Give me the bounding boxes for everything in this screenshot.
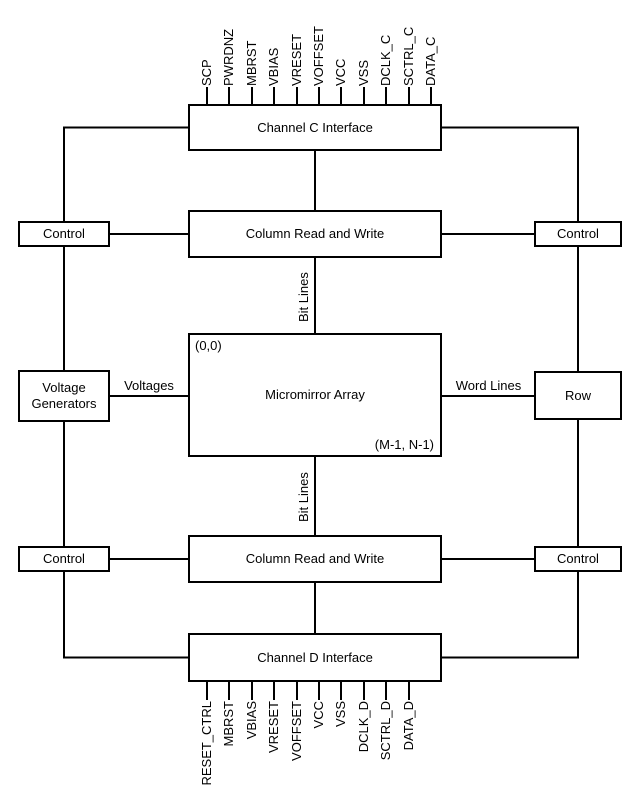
column-read-write-bottom-label: Column Read and Write	[245, 551, 385, 566]
top-pin-voffset-label: VOFFSET	[311, 26, 326, 86]
top-pin-dclk-c-label: DCLK_C	[378, 34, 393, 86]
channel-c-interface-block: Channel C Interface	[188, 104, 442, 151]
control-top-left-block: Control	[18, 221, 110, 247]
top-pin-ticks	[206, 87, 432, 105]
left-rail	[63, 126, 188, 659]
channel-c-interface-label: Channel C Interface	[257, 119, 373, 135]
bottom-pin-reset-ctrl-label: RESET_CTRL	[199, 701, 214, 786]
control-top-right-label: Control	[557, 226, 599, 241]
bottom-pin-mbrst-label: MBRST	[221, 701, 236, 747]
top-pin-vcc-label: VCC	[333, 58, 348, 86]
bit-lines-bottom-label: Bit Lines	[296, 472, 311, 522]
bit-lines-top-label: Bit Lines	[296, 272, 311, 322]
control-bottom-right-block: Control	[534, 546, 622, 572]
bottom-pin-voffset-label: VOFFSET	[289, 701, 304, 761]
bottom-pin-sctrl-d-label: SCTRL_D	[378, 701, 393, 761]
row-block: Row	[534, 371, 622, 420]
channel-d-interface-block: Channel D Interface	[188, 633, 442, 682]
top-pin-vss-label: VSS	[356, 59, 371, 86]
channel-d-interface-label: Channel D Interface	[257, 649, 373, 665]
voltage-generators-label: Voltage Generators	[31, 380, 97, 411]
control-top-right-block: Control	[534, 221, 622, 247]
top-pin-scp-label: SCP	[199, 59, 214, 86]
origin-corner-label: (0,0)	[195, 338, 222, 353]
voltages-label: Voltages	[124, 378, 174, 393]
top-pin-pwrdnz-label: PWRDNZ	[221, 28, 236, 86]
top-pin-vreset-label: VRESET	[289, 33, 304, 86]
top-pin-sctrl-c-label: SCTRL_C	[401, 26, 416, 86]
end-corner-label: (M-1, N-1)	[374, 437, 434, 452]
word-lines-label: Word Lines	[455, 378, 522, 393]
bottom-pin-vcc-label: VCC	[311, 701, 326, 729]
bottom-pin-vbias-label: VBIAS	[244, 701, 259, 740]
control-top-left-label: Control	[43, 226, 85, 241]
bottom-pin-vreset-label: VRESET	[266, 701, 281, 754]
control-bottom-left-label: Control	[43, 551, 85, 566]
bus-lines	[63, 126, 579, 659]
row-label: Row	[564, 387, 591, 403]
bottom-pin-ticks	[206, 681, 410, 700]
micromirror-array-block: Micromirror Array (0,0) (M-1, N-1)	[188, 333, 442, 457]
column-read-write-top-label: Column Read and Write	[245, 226, 385, 241]
control-bottom-left-block: Control	[18, 546, 110, 572]
bottom-pin-data-d-label: DATA_D	[401, 701, 416, 751]
top-pin-mbrst-label: MBRST	[244, 40, 259, 87]
column-read-write-bottom-block: Column Read and Write	[188, 535, 442, 583]
top-pin-data-c-label: DATA_C	[423, 36, 438, 86]
micromirror-array-label: Micromirror Array	[265, 387, 365, 402]
top-pin-vbias-label: VBIAS	[266, 47, 281, 86]
voltage-generators-block: Voltage Generators	[18, 370, 110, 422]
column-read-write-top-block: Column Read and Write	[188, 210, 442, 258]
bottom-pin-dclk-d-label: DCLK_D	[356, 701, 371, 753]
right-rail	[442, 126, 579, 659]
control-bottom-right-label: Control	[557, 551, 599, 566]
bottom-pin-vss-label: VSS	[333, 701, 348, 728]
